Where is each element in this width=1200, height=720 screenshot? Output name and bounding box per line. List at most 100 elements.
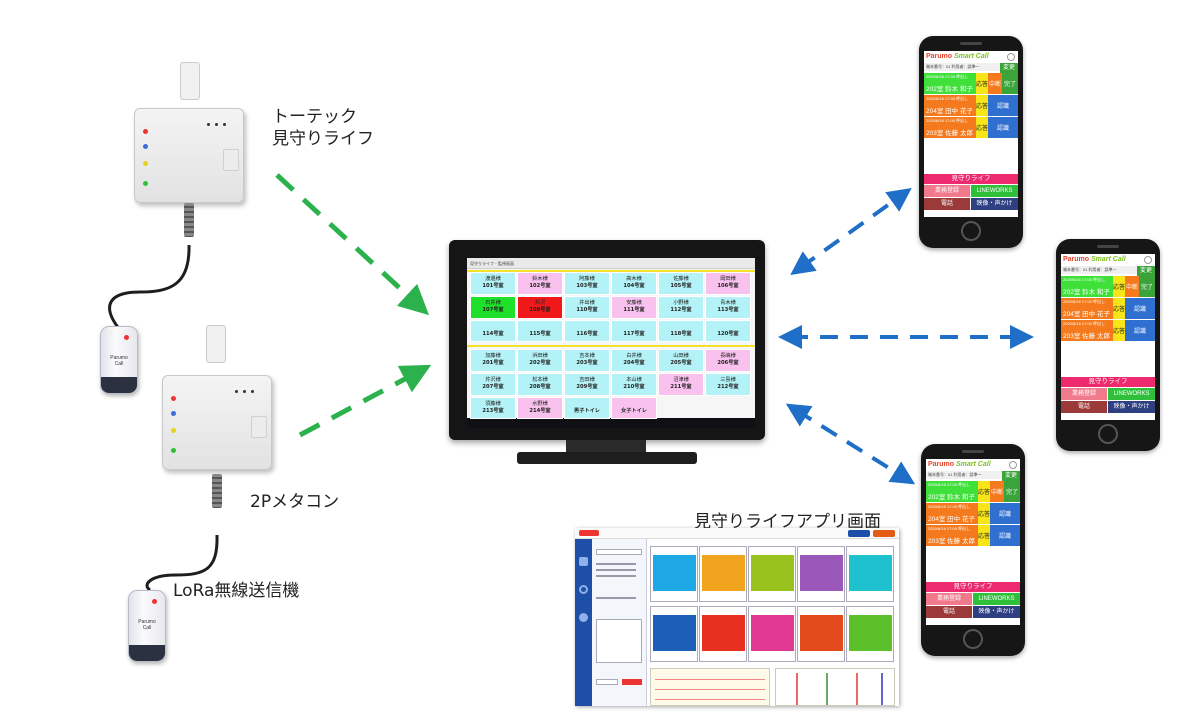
arrow-metacon-to-monitor <box>298 364 432 438</box>
pause-button[interactable]: 中断 <box>1125 276 1139 297</box>
indicator-dot <box>215 123 218 126</box>
room-cell[interactable]: 118号室 <box>658 320 704 342</box>
room-resident-name: 青木様 <box>720 300 736 306</box>
room-cell[interactable]: 男子トイレ <box>564 397 610 419</box>
room-resident-name: 小野様 <box>673 300 689 306</box>
call-row[interactable]: 2020/6/16 17:00 呼出し 204室 田中 花子 <box>924 95 976 116</box>
lineworks-button[interactable]: LINEWORKS <box>973 593 1020 605</box>
lineworks-button[interactable]: LINEWORKS <box>971 185 1018 197</box>
phone-call-button[interactable]: 電話 <box>924 198 970 210</box>
lineworks-button[interactable]: LINEWORKS <box>1108 388 1155 400</box>
room-cell[interactable]: 114号室 <box>470 320 516 342</box>
gear-icon[interactable] <box>1009 461 1017 469</box>
respond-button[interactable]: 応答 <box>1113 320 1125 341</box>
respond-button[interactable]: 応答 <box>976 73 988 94</box>
respond-button[interactable]: 応答 <box>978 503 990 524</box>
respond-button[interactable]: 応答 <box>1113 276 1125 297</box>
pause-button[interactable]: 中断 <box>988 73 1002 94</box>
confirm-button[interactable]: 認識 <box>1125 320 1155 341</box>
room-number: 118号室 <box>670 331 692 337</box>
register-button[interactable]: 業務登録 <box>924 185 970 197</box>
respond-button[interactable]: 応答 <box>978 525 990 546</box>
confirm-button[interactable]: 認識 <box>988 117 1018 138</box>
home-button[interactable] <box>1098 424 1118 444</box>
video-voice-button[interactable]: 映像・声かけ <box>973 606 1020 618</box>
call-row[interactable]: 2020/6/16 17:00 呼出し 204室 田中 花子 <box>926 503 978 524</box>
register-button[interactable]: 業務登録 <box>926 593 972 605</box>
room-cell[interactable]: 120号室 <box>705 320 751 342</box>
call-row[interactable]: 2020/6/16 17:00 呼出し 203室 佐藤 太郎 <box>926 525 978 546</box>
totec-label: トーテック 見守りライフ <box>272 106 374 150</box>
confirm-button[interactable]: 認識 <box>990 525 1020 546</box>
room-cell[interactable]: 115号室 <box>517 320 563 342</box>
pause-button[interactable]: 中断 <box>990 481 1004 502</box>
terminal-info: 端末番号：01 利用者：誤準一 <box>1061 266 1137 274</box>
room-resident-name: 鈴木様 <box>532 276 548 282</box>
phone-screen: Parumo Smart Call 端末番号：01 利用者：誤準一 変更 202… <box>924 51 1018 217</box>
gear-icon[interactable] <box>1007 53 1015 61</box>
respond-button[interactable]: 応答 <box>976 117 988 138</box>
respond-button[interactable]: 応答 <box>976 95 988 116</box>
gear-icon[interactable] <box>1144 256 1152 264</box>
mimamori-life-button[interactable]: 見守りライフ <box>924 174 1018 184</box>
respond-button[interactable]: 応答 <box>1113 298 1125 319</box>
room-cell[interactable]: 117号室 <box>611 320 657 342</box>
video-voice-button[interactable]: 映像・声かけ <box>1108 401 1155 413</box>
done-button[interactable]: 完了 <box>1002 73 1018 94</box>
phone-call-button[interactable]: 電話 <box>1061 401 1107 413</box>
video-voice-button[interactable]: 映像・声かけ <box>971 198 1018 210</box>
register-button[interactable]: 業務登録 <box>1061 388 1107 400</box>
respond-button[interactable]: 応答 <box>978 481 990 502</box>
phone-call-button[interactable]: 電話 <box>926 606 972 618</box>
call-row[interactable]: 2020/6/16 17:00 呼出し 202室 鈴木 和子 <box>924 73 976 94</box>
call-row[interactable]: 2020/6/16 17:00 呼出し 202室 鈴木 和子 <box>1061 276 1113 297</box>
home-button[interactable] <box>963 629 983 649</box>
confirm-button[interactable]: 認識 <box>1125 298 1155 319</box>
done-button[interactable]: 完了 <box>1139 276 1155 297</box>
change-button[interactable]: 変更 <box>1002 471 1020 481</box>
room-cell[interactable]: 116号室 <box>564 320 610 342</box>
mimamori-life-button[interactable]: 見守りライフ <box>1061 377 1155 387</box>
confirm-button[interactable]: 認識 <box>988 95 1018 116</box>
done-button[interactable]: 完了 <box>1004 481 1020 502</box>
home-button[interactable] <box>961 221 981 241</box>
mimamori-life-button[interactable]: 見守りライフ <box>926 582 1020 592</box>
call-row[interactable]: 2020/6/16 17:00 呼出し 204室 田中 花子 <box>1061 298 1113 319</box>
room-cell[interactable]: 女子トイレ <box>611 397 657 419</box>
change-button[interactable]: 変更 <box>1000 63 1018 73</box>
led-red <box>143 129 148 134</box>
call-row[interactable]: 2020/6/16 17:00 呼出し 202室 鈴木 和子 <box>926 481 978 502</box>
room-number: 209号室 <box>576 384 598 390</box>
call-row[interactable]: 2020/6/16 17:00 呼出し 203室 佐藤 太郎 <box>1061 320 1113 341</box>
confirm-button[interactable]: 認識 <box>990 503 1020 524</box>
call-row[interactable]: 2020/6/16 17:00 呼出し 203室 佐藤 太郎 <box>924 117 976 138</box>
change-button[interactable]: 変更 <box>1137 266 1155 276</box>
